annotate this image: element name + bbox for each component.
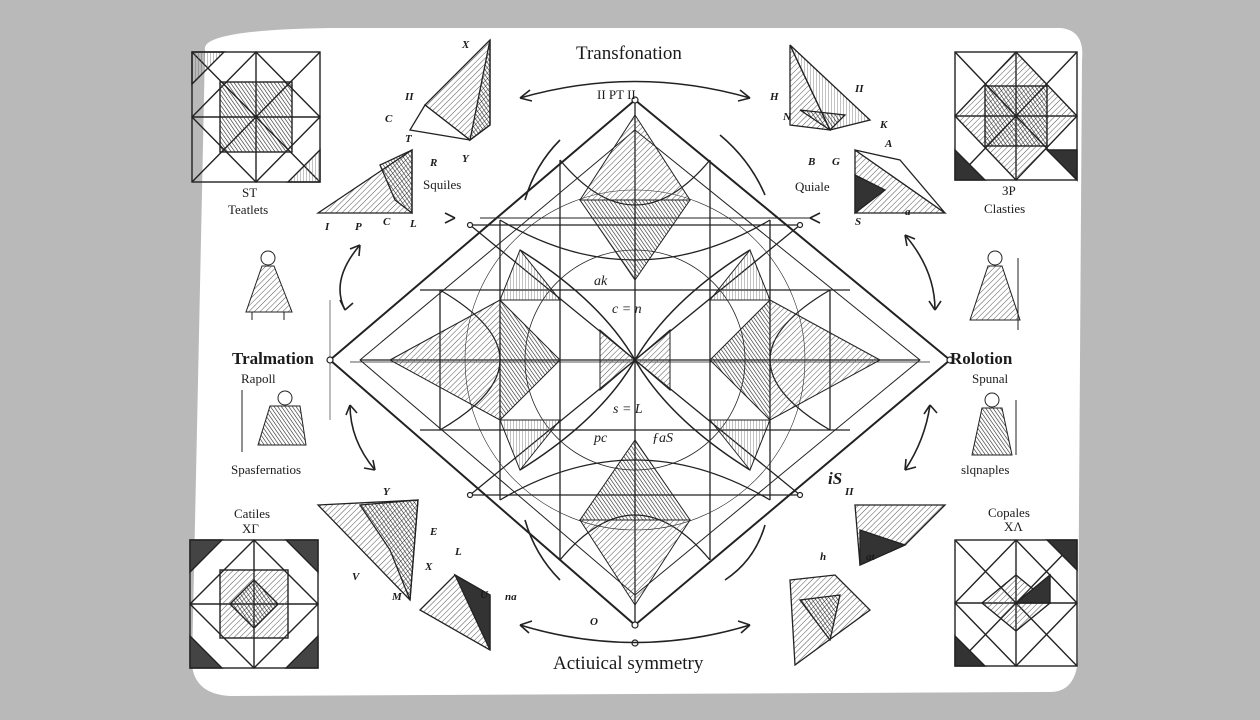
letter-mark: G xyxy=(832,156,840,168)
letter-mark: h xyxy=(820,551,826,563)
top-letters: II PT II xyxy=(597,87,636,102)
letter-mark: P xyxy=(355,221,362,233)
letter-mark: II xyxy=(844,486,854,498)
left-sub-label: Rapoll xyxy=(241,371,276,386)
figure-left-top xyxy=(245,250,293,320)
top-title: Transfonation xyxy=(576,43,682,64)
letter-mark: E xyxy=(429,526,437,538)
pyramid-bottom-left-2 xyxy=(418,573,491,652)
pyramid-top-left xyxy=(408,38,491,142)
center-c-eq-n: c = n xyxy=(612,302,642,317)
right-main-label: Rolotion xyxy=(950,349,1013,368)
tr-caption-1: ЗP xyxy=(1002,183,1016,198)
letter-mark: L xyxy=(454,546,462,558)
center-fas: ƒaS xyxy=(652,431,673,446)
left-caption: Spasfernatios xyxy=(231,462,302,477)
letter-mark: M xyxy=(391,591,403,603)
br-caption-1: Copales xyxy=(988,505,1030,520)
tile-bottom-left xyxy=(189,539,319,669)
letter-mark: X xyxy=(424,561,433,573)
center-s-eq-l: s = L xyxy=(613,402,643,417)
pyramid-top-right xyxy=(789,44,872,131)
letter-mark: L xyxy=(409,218,417,230)
letter-mark: na xyxy=(505,591,517,603)
figure-right-bottom xyxy=(971,392,1017,456)
letter-mark: T xyxy=(405,133,413,145)
letter-mark: U xyxy=(480,589,489,601)
pyramid-bottom-right xyxy=(854,504,947,567)
letter-mark: Y xyxy=(462,153,470,165)
tl-caption-1: ST xyxy=(242,185,258,200)
letter-mark: II xyxy=(404,91,414,103)
left-main-label: Tralmation xyxy=(232,349,314,368)
letter-mark: II xyxy=(854,83,864,95)
center-ak: ak xyxy=(594,274,608,289)
letter-mark: at xyxy=(866,551,876,563)
letter-mark: Y xyxy=(383,486,391,498)
right-caption: slqnaples xyxy=(961,462,1010,477)
tile-top-left xyxy=(191,51,321,183)
figure-right-top xyxy=(969,250,1021,330)
letter-mark: X xyxy=(461,39,470,51)
letter-mark: K xyxy=(879,119,888,131)
tile-top-right xyxy=(954,50,1078,182)
tile-bottom-right xyxy=(954,538,1078,668)
letter-mark: H xyxy=(769,91,779,103)
letter-mark: B xyxy=(807,156,815,168)
letter-mark: I xyxy=(324,221,330,233)
letter-mark: C xyxy=(385,113,393,125)
tr-caption-2: Clasties xyxy=(984,201,1026,216)
letter-mark: C xyxy=(383,216,391,228)
letter-mark: R xyxy=(429,157,437,169)
quiale-label: Quiale xyxy=(795,179,830,194)
pyramid-bottom-right-2 xyxy=(789,574,871,667)
bl-caption-2: ΧΓ xyxy=(242,521,259,536)
diamond-shading xyxy=(388,114,882,606)
squiles-label: Squiles xyxy=(423,177,462,192)
bl-caption-1: Catiles xyxy=(234,506,271,521)
letter-mark: V xyxy=(352,571,361,583)
pyramid-right xyxy=(854,148,948,215)
letter-mark: N xyxy=(782,111,792,123)
figure-left-bottom xyxy=(241,390,307,452)
br-caption-2: ΧΛ xyxy=(1004,519,1023,534)
pyramid-left xyxy=(315,148,413,215)
letter-mark: a xyxy=(905,206,911,218)
right-sub-label: Spunal xyxy=(972,371,1009,386)
bottom-title: Actiuical symmetry xyxy=(553,653,704,674)
tl-caption-2: Teatlets xyxy=(228,202,269,217)
letter-mark: S xyxy=(855,216,861,228)
pyramid-bottom-left xyxy=(316,499,419,602)
letter-mark: O xyxy=(590,616,598,628)
is-mark: iS xyxy=(828,469,843,488)
transform-arrows xyxy=(339,80,942,644)
center-pc: pc xyxy=(594,431,608,446)
letter-mark: A xyxy=(884,138,892,150)
